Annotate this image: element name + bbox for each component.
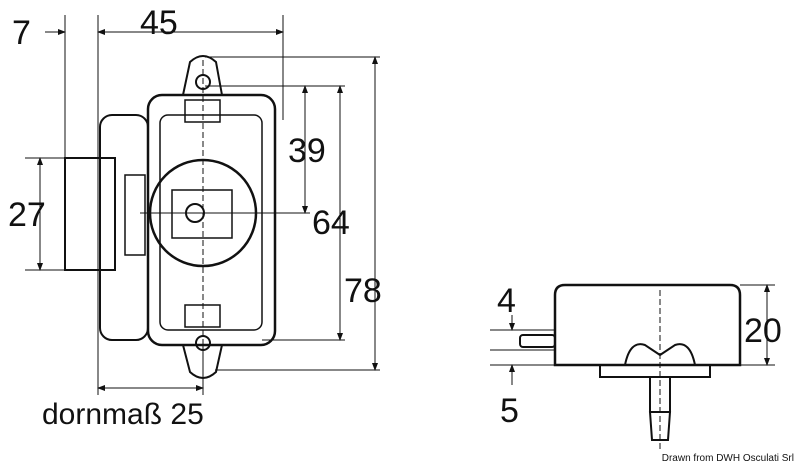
dim-height-total: 78 <box>344 272 382 310</box>
dim-height-mid: 64 <box>312 204 350 242</box>
front-view <box>25 15 380 395</box>
backset-caption: dornmaß 25 <box>42 398 204 431</box>
dim-width: 45 <box>140 4 178 42</box>
dim-side-base: 5 <box>500 392 519 430</box>
credit-text: Drawn from DWH Osculati Srl <box>661 453 794 464</box>
dim-height-inner: 39 <box>288 132 326 170</box>
dim-side-height: 20 <box>744 312 782 350</box>
side-view <box>490 283 775 450</box>
dim-bolt-height: 27 <box>8 196 46 234</box>
dim-side-tongue: 4 <box>497 282 516 320</box>
dim-offset: 7 <box>12 14 31 52</box>
